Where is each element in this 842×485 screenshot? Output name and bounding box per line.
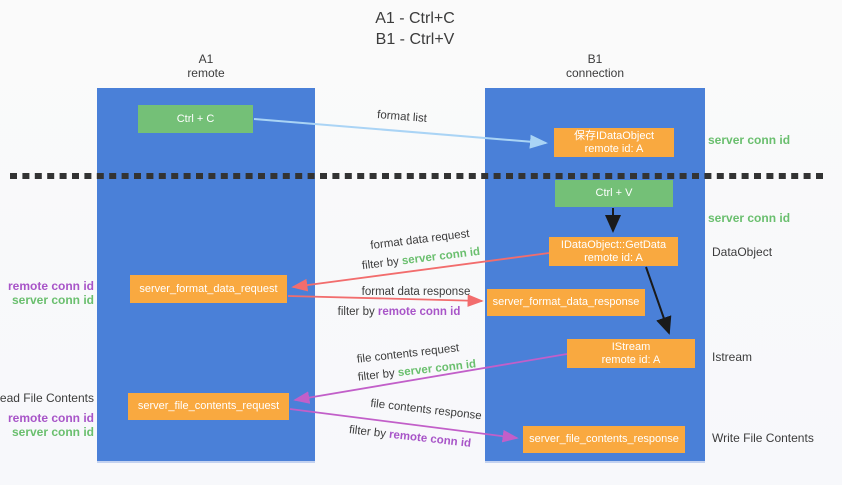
label-format-list: format list: [376, 109, 428, 125]
node-ctrl-v: Ctrl + V: [555, 180, 673, 207]
node-ctrl-c: Ctrl + C: [138, 105, 253, 133]
diagram-title: A1 - Ctrl+C B1 - Ctrl+V: [310, 8, 520, 50]
node-file-request-label: server_file_contents_request: [137, 400, 280, 412]
lane-b1-subtitle: connection: [565, 66, 625, 80]
node-server-file-contents-response: server_file_contents_response: [523, 426, 685, 453]
node-save-idataobject-line1: 保存IDataObject: [573, 129, 655, 142]
label-format-data-response: format data response: [361, 286, 471, 298]
lane-b1-id: B1: [587, 52, 603, 66]
filter-by-prefix: filter by: [348, 424, 390, 441]
label-format-data-response-filter: filter by remote conn id: [338, 306, 461, 318]
filter-key-server-conn-id: server conn id: [397, 358, 477, 380]
filter-key-remote-conn-id: remote conn id: [377, 306, 461, 318]
label-file-contents-response-filter: filter by remote conn id: [348, 424, 471, 450]
filter-by-prefix: filter by: [357, 367, 399, 384]
node-istream-line1: IStream: [611, 340, 651, 353]
annotation-dataobject: DataObject: [712, 245, 773, 259]
title-line-ctrl-v: B1 - Ctrl+V: [375, 31, 455, 48]
annotation-remote-conn-id-2: remote conn id: [7, 411, 94, 425]
node-idataobject-getdata: IDataObject::GetData remote id: A: [549, 237, 678, 266]
node-format-request-label: server_format_data_request: [139, 282, 278, 295]
lane-header-a1: A1 remote: [97, 52, 315, 80]
filter-by-prefix: filter by: [337, 306, 378, 318]
node-ctrl-c-label: Ctrl + C: [176, 112, 215, 125]
node-istream-line2: remote id: A: [601, 353, 661, 366]
filter-key-server-conn-id: server conn id: [401, 245, 481, 268]
node-format-response-label: server_format_data_response: [492, 296, 640, 308]
node-save-idataobject-line2: remote id: A: [584, 142, 644, 155]
node-istream: IStream remote id: A: [567, 339, 695, 368]
annotation-istream: Istream: [712, 350, 753, 364]
filter-key-remote-conn-id: remote conn id: [388, 428, 472, 450]
label-file-contents-response: file contents response: [369, 397, 483, 423]
lane-header-b1: B1 connection: [485, 52, 705, 80]
annotation-remote-conn-id-1: remote conn id: [7, 279, 94, 293]
node-server-file-contents-request: server_file_contents_request: [128, 393, 289, 420]
lane-a1-id: A1: [198, 52, 214, 66]
node-ctrl-v-label: Ctrl + V: [595, 187, 633, 199]
node-server-format-data-request: server_format_data_request: [130, 275, 287, 303]
filter-by-prefix: filter by: [361, 255, 403, 273]
node-file-response-label: server_file_contents_response: [529, 433, 679, 445]
node-server-format-data-response: server_format_data_response: [487, 289, 645, 316]
annotation-server-conn-id-1: server conn id: [11, 293, 94, 307]
annotation-read-file-contents: Read File Contents: [0, 391, 94, 405]
annotation-write-file-contents: Write File Contents: [712, 431, 814, 445]
node-getdata-line2: remote id: A: [584, 251, 643, 264]
annotation-server-conn-id-2: server conn id: [11, 425, 94, 439]
annotation-server-conn-id-top: server conn id: [708, 133, 791, 147]
annotation-server-conn-id-mid: server conn id: [708, 211, 791, 225]
lane-a1-subtitle: remote: [187, 66, 225, 80]
node-save-idataobject: 保存IDataObject remote id: A: [554, 128, 674, 157]
node-getdata-line1: IDataObject::GetData: [560, 238, 667, 251]
title-line-ctrl-c: A1 - Ctrl+C: [375, 10, 455, 27]
